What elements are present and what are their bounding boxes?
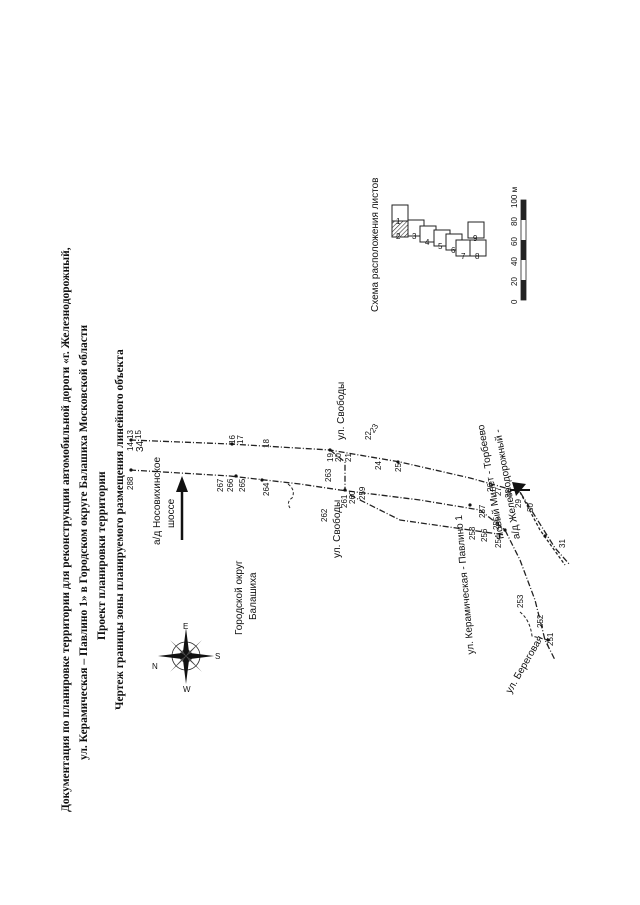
arrow-nosovikhinskoe xyxy=(176,476,188,540)
scale-tick-label: 100 м xyxy=(510,186,519,208)
scheme-sheet-label-7: 7 xyxy=(461,252,466,261)
scale-tick-label: 40 xyxy=(510,257,519,266)
scheme-sheet-8 xyxy=(469,239,487,257)
arrow-zheleznodorozhny xyxy=(510,482,530,496)
compass-label-w: W xyxy=(183,685,191,694)
compass-label-n: N xyxy=(152,662,158,671)
boundary-line-tail xyxy=(519,491,566,566)
scale-bar xyxy=(520,199,527,301)
boundary-line-svobody xyxy=(329,449,346,490)
scheme-sheet-label-5: 5 xyxy=(438,242,443,251)
scale-tick-label: 20 xyxy=(510,277,519,286)
scale-tick-label: 0 xyxy=(510,299,519,304)
scheme-sheet-label-8: 8 xyxy=(475,252,480,261)
scale-tick-label: 80 xyxy=(510,217,519,226)
boundary-detail-264 xyxy=(287,483,294,509)
scheme-sheet-label-1: 1 xyxy=(396,217,401,226)
compass-label-s: S xyxy=(215,652,221,661)
scheme-sheet-label-3: 3 xyxy=(412,232,417,241)
boundary-line-keramicheskaya xyxy=(349,494,506,536)
boundary-line-lower xyxy=(129,469,556,661)
boundary-detail-252 xyxy=(519,611,549,641)
scheme-sheet-label-6: 6 xyxy=(451,246,456,255)
scale-tick-label: 60 xyxy=(510,237,519,246)
scheme-sheet-label-2: 2 xyxy=(396,232,401,241)
scheme-sheet-label-4: 4 xyxy=(425,238,430,247)
compass-label-e: E xyxy=(183,622,189,631)
scheme-sheet-label-9: 9 xyxy=(473,234,478,243)
scheme-sheet-9 xyxy=(467,221,485,239)
compass-rose xyxy=(158,628,214,684)
